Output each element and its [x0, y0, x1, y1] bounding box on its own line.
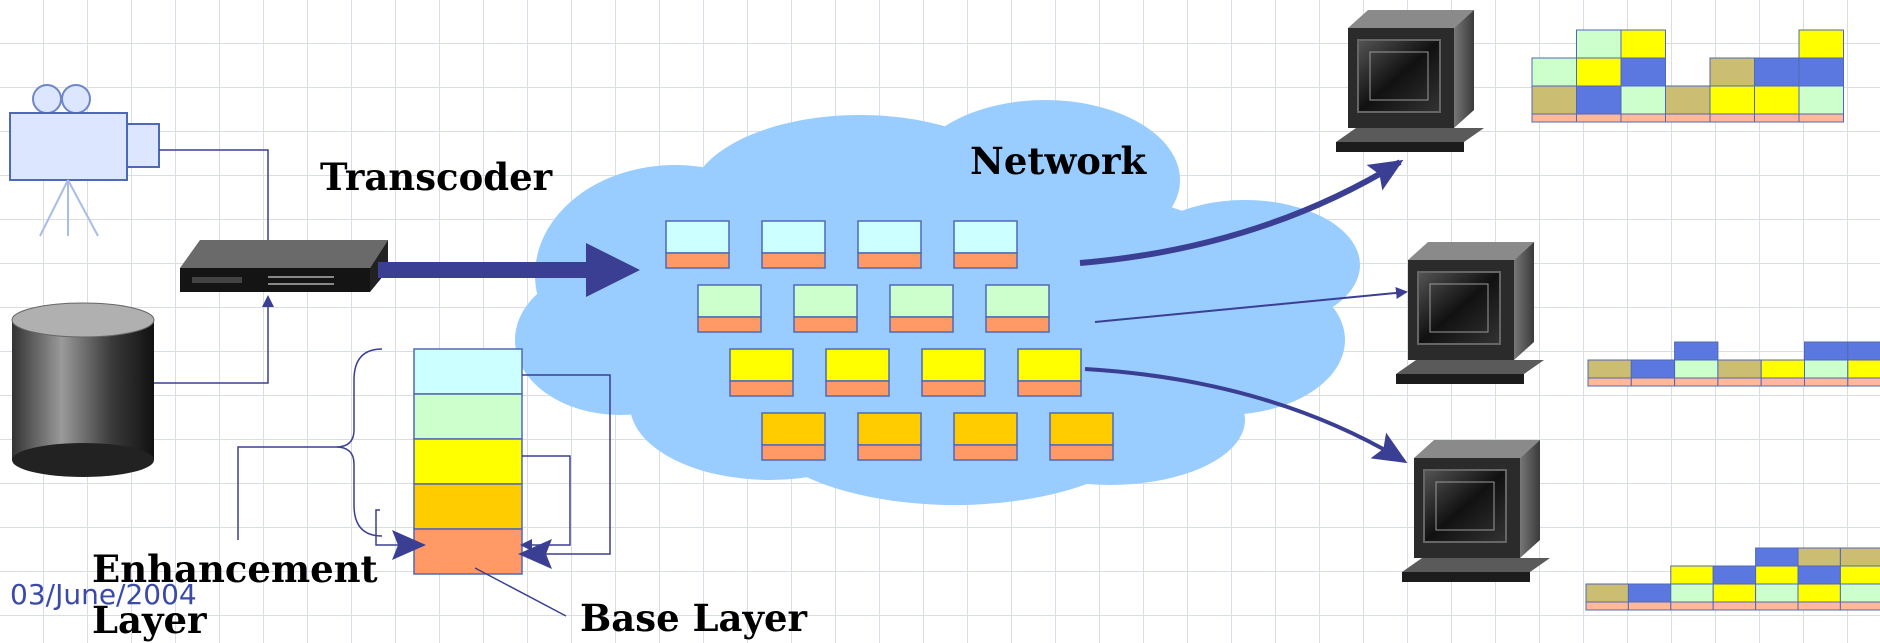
- received-block-stack: [1587, 341, 1880, 387]
- packet: [665, 220, 730, 269]
- date-footer: 03/June/2004: [10, 578, 197, 611]
- packet: [761, 412, 826, 461]
- packet: [729, 348, 794, 397]
- packet: [1017, 348, 1082, 397]
- packet: [921, 348, 986, 397]
- base-layer-label: Base Layer: [580, 596, 808, 640]
- return-connector-inner: [520, 455, 571, 551]
- packet: [889, 284, 954, 333]
- enhancement-leader: [237, 446, 336, 540]
- packet: [793, 284, 858, 333]
- enhancement-layer-block: [413, 393, 523, 440]
- received-block-stack: [1585, 547, 1880, 611]
- network-packets: [665, 220, 1114, 461]
- video-camera-icon: [9, 84, 160, 237]
- packet: [697, 284, 762, 333]
- client-computers: [1336, 10, 1550, 582]
- received-blocks: [1531, 29, 1880, 611]
- transcoder-to-network-arrow: [378, 243, 640, 297]
- packet: [825, 348, 890, 397]
- packet: [1049, 412, 1114, 461]
- arrow-to-client-2: [1094, 286, 1408, 323]
- enhancement-to-base-arrow: [375, 509, 426, 560]
- arrow-to-client-3: [1084, 367, 1408, 464]
- packet: [953, 412, 1018, 461]
- enhancement-brace: [335, 348, 383, 537]
- transcoder-box-icon: [180, 240, 388, 292]
- received-block-stack: [1531, 29, 1844, 123]
- computer-icon: [1336, 10, 1484, 152]
- database-cylinder-icon: [11, 302, 155, 477]
- packet: [985, 284, 1050, 333]
- enhancement-layer-block: [413, 348, 523, 395]
- packet: [953, 220, 1018, 269]
- network-label: Network: [970, 139, 1147, 183]
- enhancement-layer-block: [413, 438, 523, 485]
- source-connectors: [154, 149, 274, 384]
- packet: [761, 220, 826, 269]
- layer-connectors: [237, 348, 611, 617]
- layer-stack: [413, 348, 523, 575]
- base-layer-leader: [474, 567, 567, 617]
- packet: [857, 220, 922, 269]
- packet: [857, 412, 922, 461]
- enhancement-layer-label-line2: Layer: [92, 598, 207, 642]
- arrow-to-client-1: [1079, 159, 1404, 266]
- return-connector-outer: [518, 374, 611, 569]
- transcoder-label: Transcoder: [320, 155, 553, 199]
- base-layer-block: [413, 528, 523, 575]
- enhancement-layer-block: [413, 483, 523, 530]
- computer-icon: [1396, 242, 1544, 384]
- network-to-client-arrows: [1079, 159, 1408, 464]
- computer-icon: [1402, 440, 1550, 582]
- enhancement-layer-label-line1: Enhancement: [92, 547, 378, 591]
